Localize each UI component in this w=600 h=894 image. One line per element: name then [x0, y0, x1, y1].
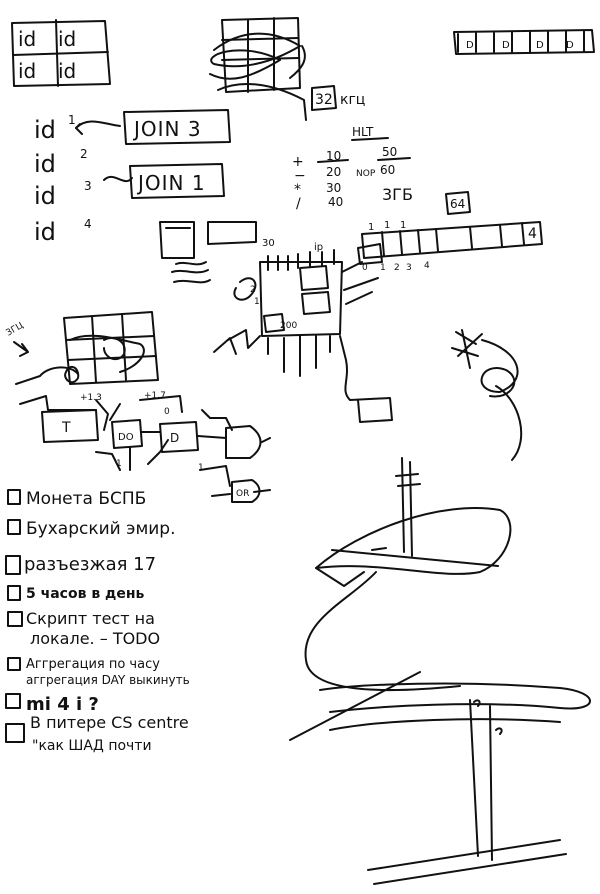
- table-b-2: 60: [380, 163, 395, 177]
- cpu-label-1: 1: [254, 297, 260, 307]
- cpu-label-2: 2: [250, 285, 256, 295]
- circuit-t: T: [61, 420, 71, 436]
- size-64-label: 64: [450, 197, 465, 211]
- todo-item-6: Аггрегация по часу: [26, 657, 160, 672]
- id-sup-3: 3: [84, 179, 92, 193]
- todo-item-3: разъезжая 17: [24, 554, 156, 575]
- spiral-scribble: [451, 329, 523, 461]
- memory-strip: [361, 221, 543, 259]
- size-32-label: 32: [315, 92, 333, 108]
- table-op-4: /: [296, 196, 301, 212]
- table-a-4: 40: [328, 195, 343, 209]
- cpu-label-ip: ip: [314, 242, 323, 253]
- cpu-label-200: 200: [280, 321, 297, 331]
- circuit-zero: 0: [164, 407, 170, 417]
- todo-item-7: mi 4 i ?: [26, 694, 99, 715]
- table-op-2: −: [294, 168, 306, 184]
- circuit-one-low: 1: [116, 459, 122, 469]
- grid-cell-1: id: [18, 27, 36, 51]
- size-32-box: [311, 85, 337, 111]
- cpu-chip: [213, 243, 393, 423]
- arrow-join3: [75, 120, 121, 129]
- join1-label: JOIN 1: [136, 171, 206, 195]
- nop-label: NOP: [356, 169, 376, 179]
- cpu-label-0: 0: [362, 263, 368, 273]
- join1-box: [129, 163, 225, 199]
- todo-item-5b: локале. – TODO: [30, 629, 160, 648]
- todo-item-8: В питере CS centre: [30, 713, 189, 732]
- memory-cell-1: 1: [368, 222, 374, 233]
- hlt-table: [317, 137, 411, 163]
- id-row-1: id: [34, 116, 56, 144]
- dish-drawing: [289, 457, 591, 885]
- todo-item-4: 5 часов в день: [26, 586, 145, 602]
- top-strip-cell-1: D: [466, 40, 474, 51]
- top-strip-cell-3: D: [536, 40, 544, 51]
- circuit-one-right: 1: [198, 463, 204, 473]
- id-row-3: id: [34, 182, 56, 210]
- size-3gb-label: 3ГБ: [382, 185, 413, 204]
- scribble-drawing-top: [209, 17, 307, 121]
- circuit-do: DO: [118, 432, 134, 443]
- todo-item-6b: аггрегация DAY выкинуть: [26, 673, 190, 687]
- todo-checkboxes: [5, 489, 25, 743]
- grid-cell-4: id: [58, 59, 76, 83]
- top-right-strip: [453, 29, 595, 55]
- spring-lines: [171, 261, 211, 284]
- map-label: 3ГЦ: [5, 321, 26, 339]
- id-grid: [11, 19, 111, 87]
- grid-cell-3: id: [18, 59, 36, 83]
- todo-item-8b: "как ШАД почти: [32, 738, 152, 754]
- table-op-1: +: [292, 154, 304, 170]
- memory-strip-end: 4: [528, 226, 537, 242]
- id-row-2: id: [34, 150, 56, 178]
- todo-item-2: Бухарский эмир.: [26, 519, 176, 539]
- todo-item-1: Монета БСПБ: [26, 489, 146, 509]
- top-strip-cell-4: D: [566, 40, 574, 51]
- register-box: [159, 221, 195, 259]
- table-a-1: 10: [326, 149, 341, 163]
- size-64-box: [445, 191, 471, 215]
- circuit-plus13: +1.3: [80, 393, 102, 403]
- cpu-label-30: 30: [262, 238, 275, 249]
- join3-label: JOIN 3: [132, 117, 202, 141]
- size-32-unit: кгц: [340, 92, 365, 108]
- todo-item-5: Скрипт тест на: [26, 609, 155, 628]
- id-sup-4: 4: [84, 217, 92, 231]
- hlt-header: HLT: [352, 125, 374, 139]
- circuit-plus17: +1.7: [144, 391, 166, 401]
- table-b-1: 50: [382, 145, 397, 159]
- circuit-or: OR: [236, 489, 249, 499]
- table-a-3: 30: [326, 181, 341, 195]
- top-strip-cell-2: D: [502, 40, 510, 51]
- memory-cell-2: 1: [384, 220, 390, 231]
- circuit-d: D: [170, 431, 179, 445]
- table-a-2: 20: [326, 165, 341, 179]
- id-sup-1: 1: [68, 113, 76, 127]
- id-sup-2: 2: [80, 147, 88, 161]
- grid-cell-2: id: [58, 27, 76, 51]
- memory-index-4: 4: [424, 261, 430, 271]
- small-box: [207, 221, 257, 245]
- memory-index-2: 2: [394, 263, 400, 273]
- memory-index-3: 3: [406, 263, 412, 273]
- logic-circuit: [15, 366, 271, 503]
- arrow-join1: [103, 175, 133, 183]
- memory-index-1: 1: [380, 263, 386, 273]
- join3-box: [123, 109, 231, 145]
- memory-cell-3: 1: [400, 220, 406, 231]
- mini-map: [13, 311, 159, 385]
- id-row-4: id: [34, 218, 56, 246]
- table-op-3: *: [294, 182, 301, 198]
